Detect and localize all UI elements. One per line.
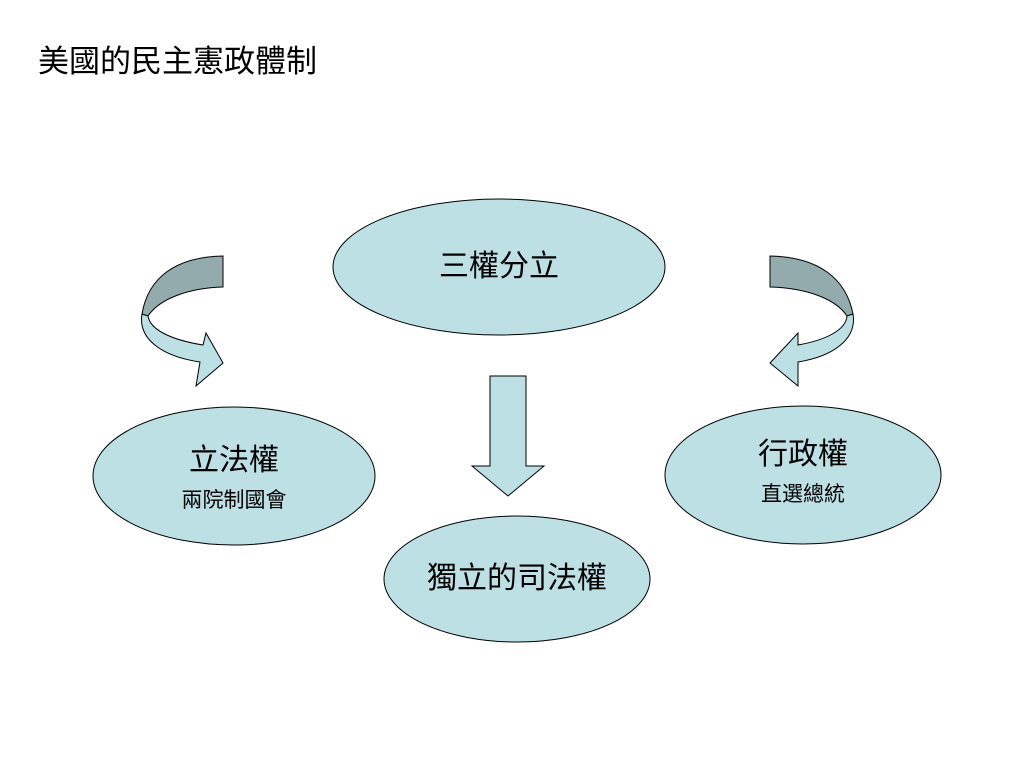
center-node-label: 三權分立 <box>439 249 559 284</box>
judicial-node-label: 獨立的司法權 <box>427 561 607 596</box>
executive-node-sub: 直選總統 <box>761 482 845 506</box>
executive-node: 行政權 直選總統 <box>758 436 848 508</box>
executive-node-label: 行政權 <box>758 437 848 472</box>
right-curved-arrow <box>769 255 854 388</box>
center-node-ellipse <box>332 198 666 336</box>
judicial-node: 獨立的司法權 <box>427 560 607 598</box>
center-node: 三權分立 <box>439 248 559 286</box>
legislative-node-label: 立法權 <box>189 443 279 478</box>
left-curved-arrow <box>141 255 224 388</box>
executive-node-ellipse <box>664 405 942 545</box>
legislative-node-ellipse <box>92 406 376 546</box>
legislative-node-sub: 兩院制國會 <box>181 488 287 512</box>
judicial-node-ellipse <box>383 515 651 643</box>
legislative-node: 立法權 兩院制國會 <box>182 442 287 514</box>
down-arrow <box>470 375 546 497</box>
slide-title: 美國的民主憲政體制 <box>38 44 317 80</box>
